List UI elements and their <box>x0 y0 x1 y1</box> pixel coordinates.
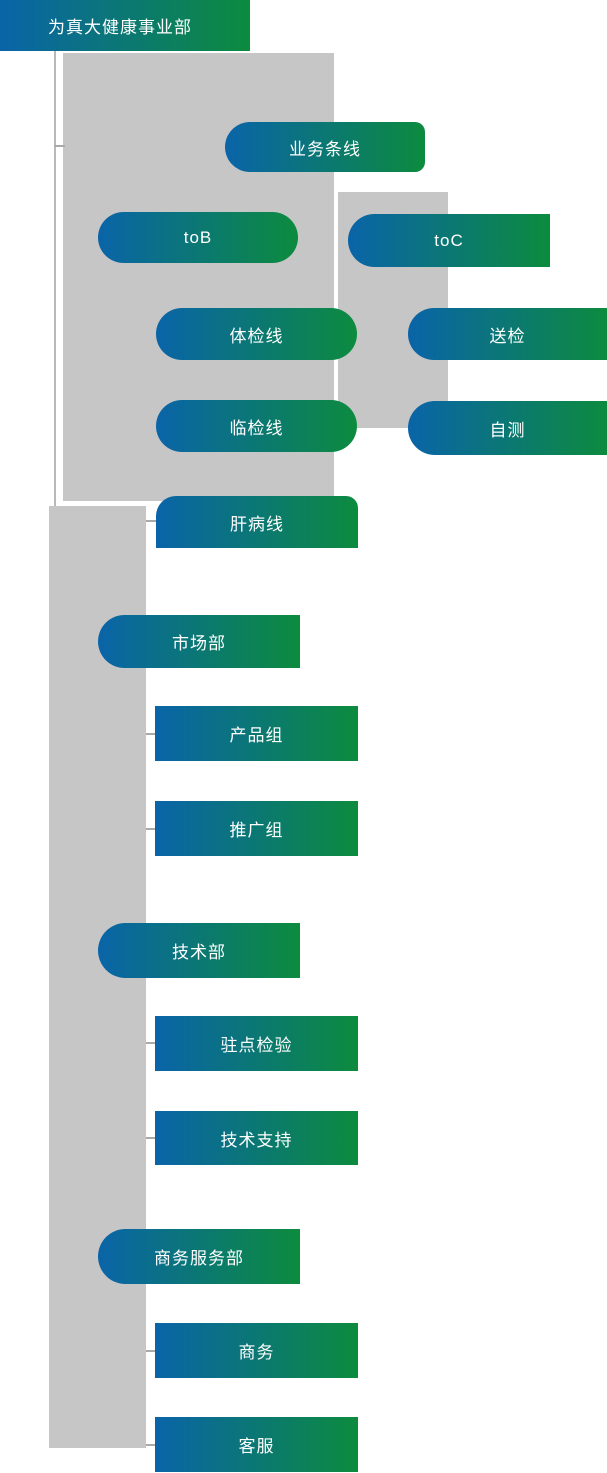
connector-business-line <box>54 145 65 147</box>
node-toc: toC <box>348 214 550 267</box>
node-toc-label: toC <box>434 230 464 250</box>
node-tech-support-label: 技术支持 <box>220 1130 293 1150</box>
node-liver-line: 肝病线 <box>156 496 358 548</box>
node-onsite-testing: 驻点检验 <box>155 1016 358 1071</box>
node-self-test: 自测 <box>408 401 607 455</box>
connector-customer-service <box>146 1444 157 1446</box>
node-tech-dept-label: 技术部 <box>172 943 226 962</box>
node-marketing-dept-label: 市场部 <box>172 634 226 653</box>
node-tob-label: toB <box>183 227 213 247</box>
node-promotion-group-label: 推广组 <box>229 821 284 840</box>
node-business-service-dept-label: 商务服务部 <box>154 1249 244 1268</box>
connector-root-vertical <box>54 51 56 506</box>
node-business-line-label: 业务条线 <box>289 139 361 159</box>
root-node: 为真大健康事业部 <box>0 0 250 51</box>
node-send-test-label: 送检 <box>489 326 526 346</box>
node-business-line: 业务条线 <box>225 122 425 172</box>
node-customer-service: 客服 <box>155 1417 358 1472</box>
connector-product-group <box>146 733 157 735</box>
root-node-label: 为真大健康事业部 <box>48 18 192 37</box>
node-tech-support: 技术支持 <box>155 1111 358 1165</box>
node-customer-service-label: 客服 <box>238 1437 275 1456</box>
connector-promotion-group <box>146 828 157 830</box>
node-business-service-dept: 商务服务部 <box>98 1229 300 1284</box>
node-clinical-exam-label: 临检线 <box>229 418 284 438</box>
node-tob: toB <box>98 212 298 263</box>
node-product-group-label: 产品组 <box>229 726 284 745</box>
node-liver-line-label: 肝病线 <box>230 514 284 534</box>
node-product-group: 产品组 <box>155 706 358 761</box>
node-marketing-dept: 市场部 <box>98 615 300 668</box>
node-business-group-label: 商务 <box>238 1343 275 1362</box>
connector-liver-line <box>146 520 157 522</box>
node-promotion-group: 推广组 <box>155 801 358 856</box>
node-clinical-exam: 临检线 <box>156 400 357 452</box>
node-send-test: 送检 <box>408 308 607 360</box>
connector-business-group <box>146 1350 157 1352</box>
node-self-test-label: 自测 <box>489 420 526 440</box>
connector-onsite-testing <box>146 1042 157 1044</box>
node-tech-dept: 技术部 <box>98 923 300 978</box>
node-physical-exam-label: 体检线 <box>229 326 284 346</box>
node-onsite-testing-label: 驻点检验 <box>220 1036 293 1055</box>
connector-tech-support <box>146 1137 157 1139</box>
node-business-group: 商务 <box>155 1323 358 1378</box>
node-physical-exam: 体检线 <box>156 308 357 360</box>
